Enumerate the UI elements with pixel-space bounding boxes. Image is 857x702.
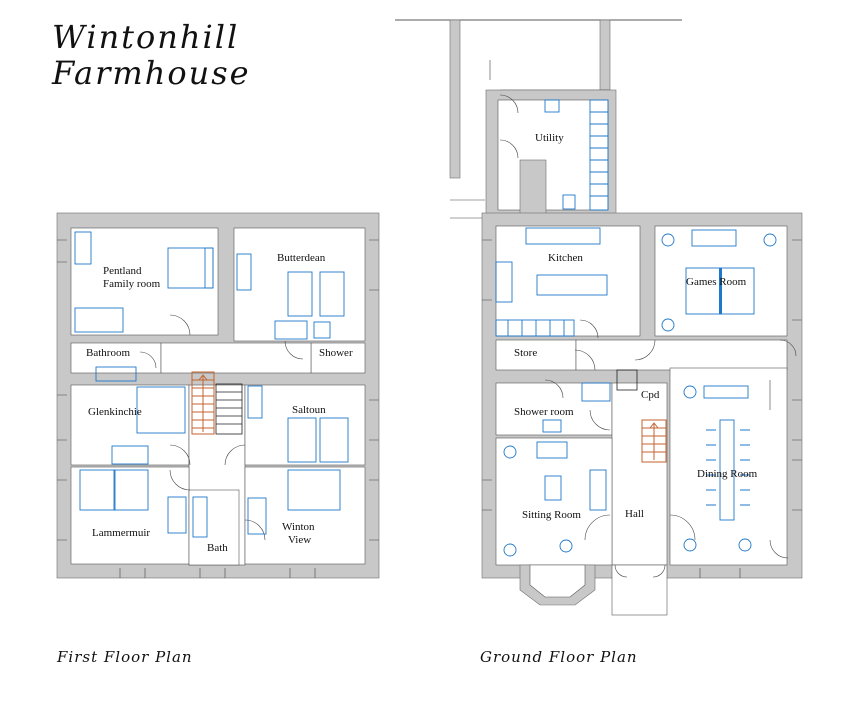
utility-inner-wall bbox=[519, 159, 547, 221]
room-utility bbox=[497, 99, 609, 211]
label-kitchen: Kitchen bbox=[548, 252, 583, 264]
cupboard bbox=[616, 369, 638, 391]
label-store: Store bbox=[514, 347, 537, 359]
garden-wall-left bbox=[449, 19, 461, 179]
corridor bbox=[575, 339, 788, 371]
label-lammermuir: Lammermuir bbox=[92, 527, 150, 539]
room-sitting bbox=[495, 437, 613, 566]
first-floor-plan: Pentland Family room Butterdean Bathroom… bbox=[56, 212, 380, 579]
label-dining-room: Dining Room bbox=[697, 468, 758, 480]
title-line-2: Farmhouse bbox=[51, 54, 251, 92]
label-saltoun: Saltoun bbox=[292, 404, 326, 416]
room-kitchen bbox=[495, 225, 641, 337]
room-bath bbox=[188, 489, 240, 566]
garden-wall-right bbox=[599, 19, 611, 91]
label-bathroom: Bathroom bbox=[86, 347, 130, 359]
label-winton-2: View bbox=[288, 534, 311, 546]
room-saltoun bbox=[244, 384, 366, 466]
label-bath: Bath bbox=[207, 542, 228, 554]
landing-corridor bbox=[160, 342, 312, 374]
room-winton-view bbox=[244, 466, 366, 565]
room-dining bbox=[669, 367, 788, 566]
ground-floor-plan-label: Ground Floor Plan bbox=[480, 648, 638, 666]
room-lammermuir bbox=[70, 466, 190, 565]
room-butterdean bbox=[233, 227, 366, 342]
room-shower bbox=[310, 342, 366, 374]
label-shower-room: Shower room bbox=[514, 406, 574, 418]
label-glenkinchie: Glenkinchie bbox=[88, 406, 142, 418]
ground-floor-plan: Utility Kitchen Games Room Store Cpd Sho… bbox=[395, 19, 803, 616]
table-net bbox=[719, 268, 722, 314]
porch bbox=[611, 564, 668, 616]
label-utility: Utility bbox=[535, 132, 564, 144]
ground-floor-furniture bbox=[495, 99, 777, 557]
room-shower-room bbox=[495, 382, 613, 436]
label-pentland-1: Pentland bbox=[103, 265, 142, 277]
label-hall: Hall bbox=[625, 508, 644, 520]
label-butterdean: Butterdean bbox=[277, 252, 326, 264]
room-hall bbox=[611, 382, 668, 566]
room-pentland bbox=[70, 227, 219, 336]
title-line-1: Wintonhill bbox=[52, 18, 239, 56]
ground-floor-stairs bbox=[641, 419, 667, 463]
room-store bbox=[495, 339, 577, 371]
room-bathroom bbox=[70, 342, 162, 374]
label-pentland-2: Family room bbox=[103, 278, 161, 290]
first-floor-plan-label: First Floor Plan bbox=[56, 648, 193, 666]
label-games-room: Games Room bbox=[686, 276, 747, 288]
first-floor-stairs bbox=[191, 371, 215, 435]
label-winton-1: Winton bbox=[282, 521, 315, 533]
first-floor-furniture bbox=[74, 231, 349, 538]
room-glenkinchie bbox=[70, 384, 190, 466]
label-sitting-room: Sitting Room bbox=[522, 509, 581, 521]
label-cpd: Cpd bbox=[641, 389, 660, 401]
label-shower: Shower bbox=[319, 347, 353, 359]
